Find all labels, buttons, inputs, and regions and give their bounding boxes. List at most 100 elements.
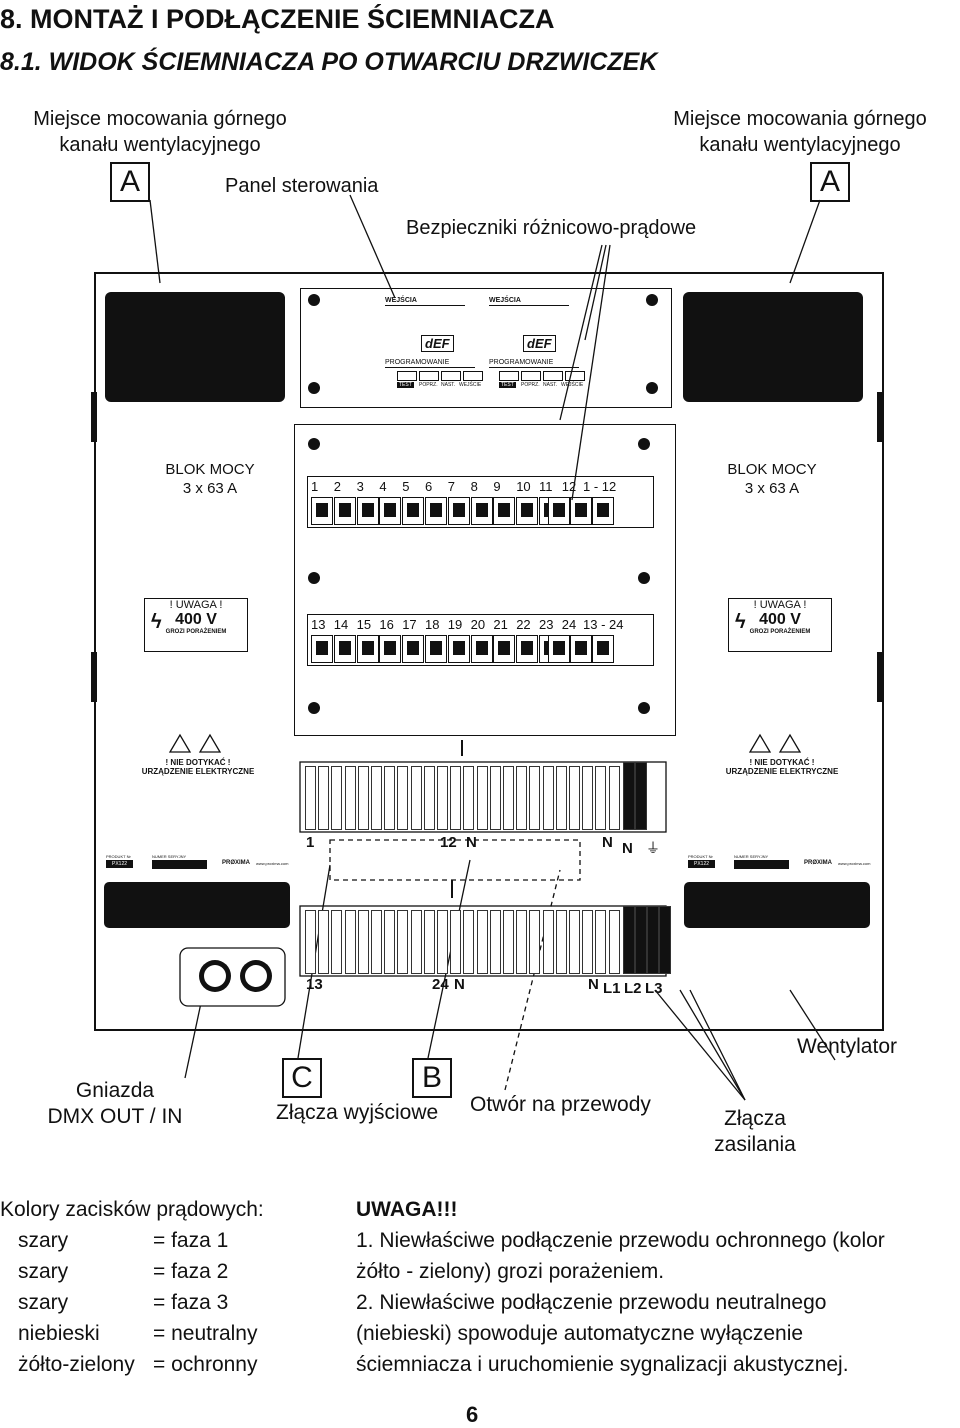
enter-button-1[interactable] [463,371,483,381]
rcd-switch[interactable] [592,497,614,525]
terminal-clamp[interactable] [318,910,330,974]
circuit-breaker[interactable] [425,635,447,663]
circuit-breaker[interactable] [379,497,402,525]
terminal-clamp[interactable] [450,910,462,974]
terminal-clamp[interactable] [529,766,541,830]
terminal-clamp[interactable] [595,766,607,830]
terminal-clamp[interactable] [608,766,620,830]
prev-button-2[interactable] [521,371,541,381]
rcd-switch[interactable] [592,635,614,663]
terminal-clamp[interactable] [569,766,580,830]
test-button-1[interactable] [397,371,417,381]
terminal-clamp[interactable] [410,910,422,974]
terminal-clamp[interactable] [423,910,435,974]
prev-button-1[interactable] [419,371,439,381]
circuit-breaker[interactable] [311,635,333,663]
rcd-switch[interactable] [548,497,570,525]
terminal-clamp[interactable] [423,766,435,830]
terminal-clamp[interactable] [344,766,356,830]
terminal-clamp[interactable] [331,766,343,830]
terminal-clamp[interactable] [371,766,382,830]
supply-terminal[interactable] [623,906,635,974]
terminal-clamp[interactable] [569,910,580,974]
terminal-clamp[interactable] [503,910,514,974]
terminal-clamp[interactable] [476,766,488,830]
enter-button-2[interactable] [565,371,585,381]
supply-terminal[interactable] [635,762,647,830]
circuit-breaker[interactable] [402,635,425,663]
supply-terminal[interactable] [635,906,647,974]
test-button-2[interactable] [499,371,519,381]
terminal-clamp[interactable] [344,910,356,974]
terminal-clamp[interactable] [529,910,541,974]
terminal-clamp[interactable] [397,910,409,974]
circuit-breaker[interactable] [447,497,470,525]
terminal-clamp[interactable] [305,766,316,830]
terminal-clamp[interactable] [595,910,607,974]
terminal-clamp[interactable] [555,766,567,830]
supply-terminal[interactable] [659,906,671,974]
circuit-breaker[interactable] [470,635,493,663]
terminal-clamp[interactable] [410,766,422,830]
supply-terminal[interactable] [623,762,635,830]
terminal-clamp[interactable] [437,910,448,974]
circuit-breaker[interactable] [516,497,539,525]
terminal-clamp[interactable] [476,910,488,974]
terminal-clamp[interactable] [463,910,475,974]
circuit-breaker[interactable] [516,635,539,663]
terminal-clamp[interactable] [331,910,343,974]
terminal-clamp[interactable] [318,766,330,830]
circuit-breaker[interactable] [356,635,379,663]
terminal-clamp[interactable] [516,910,528,974]
terminal-clamp[interactable] [503,766,514,830]
terminal-clamp[interactable] [555,910,567,974]
warning-title: UWAGA!!! [356,1198,458,1221]
circuit-breaker[interactable] [493,635,516,663]
rcd-switch[interactable] [548,635,570,663]
terminal-clamp[interactable] [608,910,620,974]
terminal-clamp[interactable] [357,910,369,974]
term-lower-mid: 24 [432,976,449,993]
rcd-switch[interactable] [570,497,592,525]
circuit-breaker[interactable] [425,497,447,525]
circuit-breaker[interactable] [379,635,402,663]
terminal-clamp[interactable] [542,910,554,974]
term-lower-n1: N [454,976,465,993]
terminal-clamp[interactable] [450,766,462,830]
terminal-clamp[interactable] [384,766,396,830]
terminal-clamp[interactable] [489,766,501,830]
circuit-breaker[interactable] [356,497,379,525]
cabinet-frame [94,272,884,1031]
terminal-clamp[interactable] [542,766,554,830]
terminal-clamp[interactable] [397,766,409,830]
next-button-2[interactable] [543,371,563,381]
circuit-breaker[interactable] [333,635,356,663]
breaker-label: 20 [470,617,486,632]
terminal-clamp[interactable] [582,766,594,830]
do-not-touch-right: ! NIE DOTYKAĆ !URZĄDZENIE ELEKTRYCZNE [725,758,839,776]
terminal-clamp[interactable] [384,910,396,974]
terminal-clamp[interactable] [371,910,382,974]
circuit-breaker[interactable] [402,497,425,525]
term-lower-l1: L1 [603,980,621,997]
terminal-clamp[interactable] [357,766,369,830]
circuit-breaker[interactable] [447,635,470,663]
terminal-clamp[interactable] [516,766,528,830]
supply-terminal[interactable] [647,906,659,974]
circuit-breaker[interactable] [493,497,516,525]
term-upper-first: 1 [306,834,315,851]
terminal-clamp[interactable] [489,910,501,974]
next-button-1[interactable] [441,371,461,381]
breaker-label: 3 [356,479,364,494]
circuit-breaker[interactable] [311,497,333,525]
terminal-clamp[interactable] [305,910,316,974]
rcd-switch[interactable] [570,635,592,663]
vent-opening-left [105,292,285,402]
circuit-breaker[interactable] [470,497,493,525]
voltage-warning-left: ! UWAGA ! 400 V GROZI PORAŻENIEM ϟ [144,598,248,652]
breaker-label: 16 [379,617,394,632]
terminal-clamp[interactable] [437,766,448,830]
circuit-breaker[interactable] [333,497,356,525]
terminal-clamp[interactable] [582,910,594,974]
terminal-clamp[interactable] [463,766,475,830]
